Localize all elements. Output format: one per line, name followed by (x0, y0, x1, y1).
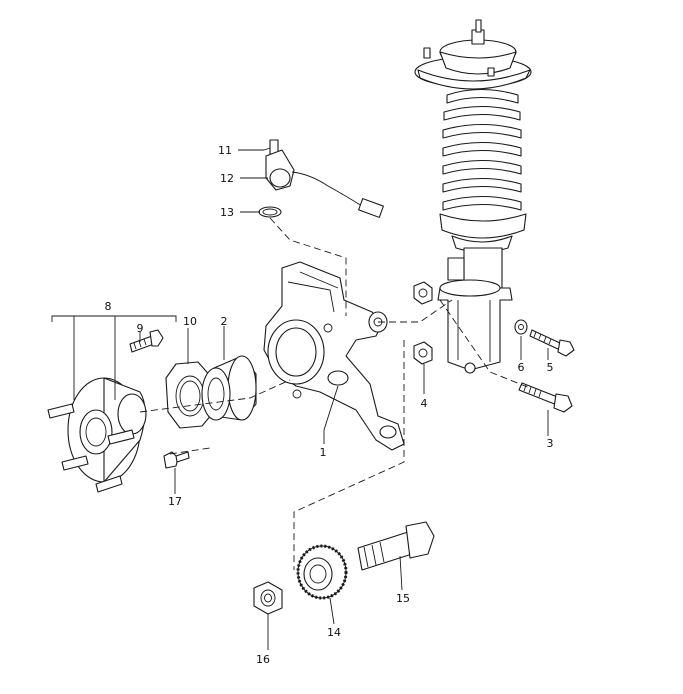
callout-16: 16 (256, 653, 270, 666)
part-4-nuts (413, 281, 433, 365)
part-17-screw (163, 451, 190, 469)
part-2-bearing (201, 355, 257, 421)
callout-5: 5 (547, 361, 554, 374)
callout-labels: 1 2 3 4 5 6 8 9 10 11 12 13 14 15 16 17 (105, 144, 554, 666)
callout-15: 15 (396, 592, 410, 605)
callout-10: 10 (183, 315, 197, 328)
callout-4: 4 (421, 397, 428, 410)
callout-14: 14 (327, 626, 341, 639)
part-5-bolt (529, 329, 575, 357)
assembly-guide-lines (139, 217, 531, 570)
steering-knuckle (263, 261, 405, 451)
part-14-gear-washer (296, 544, 348, 600)
callout-3: 3 (547, 437, 554, 450)
part-6-washer (514, 319, 528, 335)
abs-sensor (258, 139, 384, 218)
part-16-nut (253, 581, 283, 615)
callout-2: 2 (221, 315, 228, 328)
part-3-bolt (518, 382, 573, 413)
callout-13: 13 (220, 206, 234, 219)
callout-9: 9 (137, 322, 144, 335)
callout-leaders (51, 147, 549, 650)
callout-8: 8 (105, 300, 112, 313)
strut-assembly (414, 19, 532, 374)
callout-1: 1 (320, 446, 327, 459)
callout-17: 17 (168, 495, 182, 508)
part-9-bolt (129, 329, 164, 353)
part-15-bolt (357, 521, 435, 571)
callout-6: 6 (518, 361, 525, 374)
callout-11: 11 (218, 144, 232, 157)
wheel-hub (47, 377, 147, 493)
callout-12: 12 (220, 172, 234, 185)
